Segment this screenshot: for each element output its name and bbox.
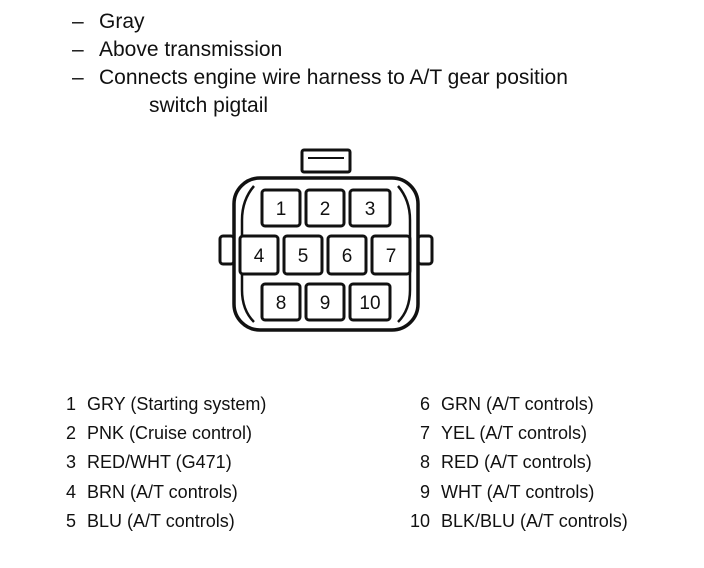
connector-notes: – Gray – Above transmission – Connects e… [72, 8, 568, 120]
pin-label-1: 1 [276, 199, 287, 220]
pin-label-5: 5 [298, 246, 309, 267]
pin-number: 10 [409, 510, 430, 531]
pin-number: 6 [419, 394, 430, 414]
locking-tab [300, 148, 352, 174]
pin-label-8: 8 [276, 293, 287, 314]
pin-label-10: 10 [359, 293, 380, 314]
pin-description: WHT (A/T controls) [441, 481, 595, 502]
note-dash: – [72, 66, 84, 89]
pin-description: GRN (A/T controls) [441, 394, 594, 414]
pin-number: 9 [419, 481, 430, 502]
note-location: – Above transmission [72, 36, 568, 64]
note-text: Above transmission [99, 38, 283, 61]
pin-label-6: 6 [342, 246, 353, 267]
note-text: Gray [99, 10, 145, 33]
pin-label-9: 9 [320, 293, 331, 314]
legend-row: 5 BLU (A/T controls) [56, 507, 266, 536]
legend-row: 10 BLK/BLU (A/T controls) [402, 507, 628, 536]
pin-description: YEL (A/T controls) [441, 423, 588, 444]
legend-row: 4 BRN (A/T controls) [56, 478, 266, 507]
pin-number: 4 [65, 481, 76, 502]
pin-number: 7 [419, 423, 430, 444]
pin-cavities: 1 2 3 4 5 6 7 8 9 10 [238, 188, 412, 322]
pin-label-3: 3 [365, 199, 376, 220]
pin-description: BLU (A/T controls) [87, 510, 235, 531]
pin-label-2: 2 [320, 199, 331, 220]
pin-cavity-3 [348, 188, 392, 228]
pin-cavity-1 [260, 188, 302, 228]
legend-row: 3 RED/WHT (G471) [56, 448, 266, 477]
legend-row: 7 YEL (A/T controls) [402, 419, 628, 448]
note-dash: – [72, 10, 84, 33]
note-color: – Gray [72, 8, 568, 36]
pin-number: 5 [65, 510, 76, 531]
pin-cavity-6 [326, 234, 368, 276]
pin-description: PNK (Cruise control) [87, 423, 253, 444]
pin-cavity-2 [304, 188, 346, 228]
pin-description: BLK/BLU (A/T controls) [441, 510, 628, 531]
pin-cavity-9 [304, 282, 346, 322]
side-latch-right [416, 234, 434, 266]
pin-number: 3 [65, 452, 76, 473]
pin-label-4: 4 [254, 246, 265, 267]
note-dash: – [72, 38, 84, 61]
pin-label-7: 7 [386, 246, 397, 267]
pin-description: GRY (Starting system) [87, 394, 267, 414]
pin-number: 1 [65, 394, 76, 414]
side-latch-left [218, 234, 236, 266]
legend-row: 6 GRN (A/T controls) [402, 390, 628, 419]
pin-description: RED (A/T controls) [441, 452, 592, 473]
legend-row: 9 WHT (A/T controls) [402, 478, 628, 507]
legend-row: 8 RED (A/T controls) [402, 448, 628, 477]
pin-cavity-10 [348, 282, 392, 322]
legend-row: 2 PNK (Cruise control) [56, 419, 266, 448]
note-text: Connects engine wire harness to A/T gear… [99, 66, 568, 117]
pin-number: 8 [419, 452, 430, 473]
pin-cavity-4 [238, 234, 280, 276]
pin-cavity-5 [282, 234, 324, 276]
pin-legend-left: 1 GRY (Starting system) 2 PNK (Cruise cont… [56, 390, 266, 536]
note-function: – Connects engine wire harness to A/T ge… [72, 64, 568, 120]
legend-row: 1 GRY (Starting system) [56, 390, 266, 419]
pin-cavity-8 [260, 282, 302, 322]
pin-description: RED/WHT (G471) [87, 452, 232, 473]
pin-cavity-7 [370, 234, 412, 276]
pin-description: BRN (A/T controls) [87, 481, 238, 502]
pin-number: 2 [65, 423, 76, 444]
